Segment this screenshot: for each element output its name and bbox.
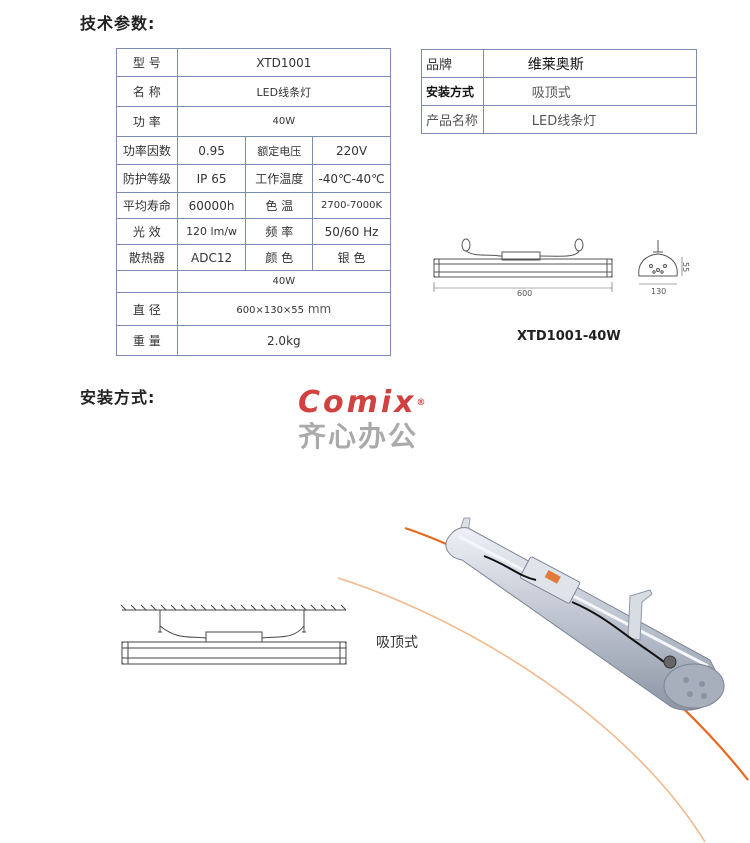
brand-table: 品牌 维莱奥斯 安装方式 吸顶式 产品名称 LED线条灯 [421, 49, 698, 134]
length-dimension: 600 [517, 289, 532, 298]
watermark-latin: Comix® [298, 385, 429, 420]
spec-table: 型 号 XTD1001 名 称 LED线条灯 功 率 40W 功率因数 0.95… [116, 48, 392, 356]
product-value: LED线条灯 [482, 105, 698, 134]
watermark-reg: ® [416, 398, 429, 408]
ceiling-mount-label: 吸顶式 [376, 635, 418, 651]
temp-label: 工作温度 [245, 164, 314, 193]
model-label: 型 号 [116, 48, 178, 77]
efficacy-value: 120 lm/w [176, 218, 247, 245]
diameter-unit: mm [307, 302, 332, 316]
life-label: 平均寿命 [116, 192, 178, 219]
weight-value: 2.0kg [176, 325, 392, 356]
ceiling-mount-diagram [120, 604, 347, 665]
color-value: 银 色 [312, 244, 391, 271]
ip-value: IP 65 [176, 164, 247, 193]
install-heading: 安装方式: [80, 388, 156, 407]
lamp-illustration [445, 517, 725, 711]
params-heading: 技术参数: [80, 14, 156, 33]
height-dimension: 55 [681, 262, 690, 272]
diameter-value: 600×130×55 [236, 305, 305, 316]
name-value: LED线条灯 [176, 76, 392, 107]
voltage-label: 额定电压 [245, 136, 314, 165]
cct-label: 色 温 [245, 192, 314, 219]
watermark-chinese: 齐心办公 [298, 420, 419, 453]
efficacy-label: 光 效 [116, 218, 178, 245]
end-view [638, 240, 683, 285]
drawing-caption: XTD1001-40W [517, 329, 621, 344]
dimension-drawing: 600 130 55 [433, 238, 690, 298]
pf-label: 功率因数 [116, 136, 178, 165]
name-label: 名 称 [116, 76, 178, 107]
freq-value: 50/60 Hz [312, 218, 391, 245]
model-value: XTD1001 [176, 48, 392, 77]
pf-value: 0.95 [176, 136, 247, 165]
watermark-logo: Comix® 齐心办公 [298, 386, 458, 454]
voltage-value: 220V [312, 136, 391, 165]
install-label-cell: 安装方式 [421, 77, 484, 106]
temp-value: -40℃-40℃ [312, 164, 391, 193]
product-label: 产品名称 [421, 105, 484, 134]
side-view [433, 238, 613, 292]
life-value: 60000h [176, 192, 247, 219]
width-dimension: 130 [651, 287, 666, 296]
